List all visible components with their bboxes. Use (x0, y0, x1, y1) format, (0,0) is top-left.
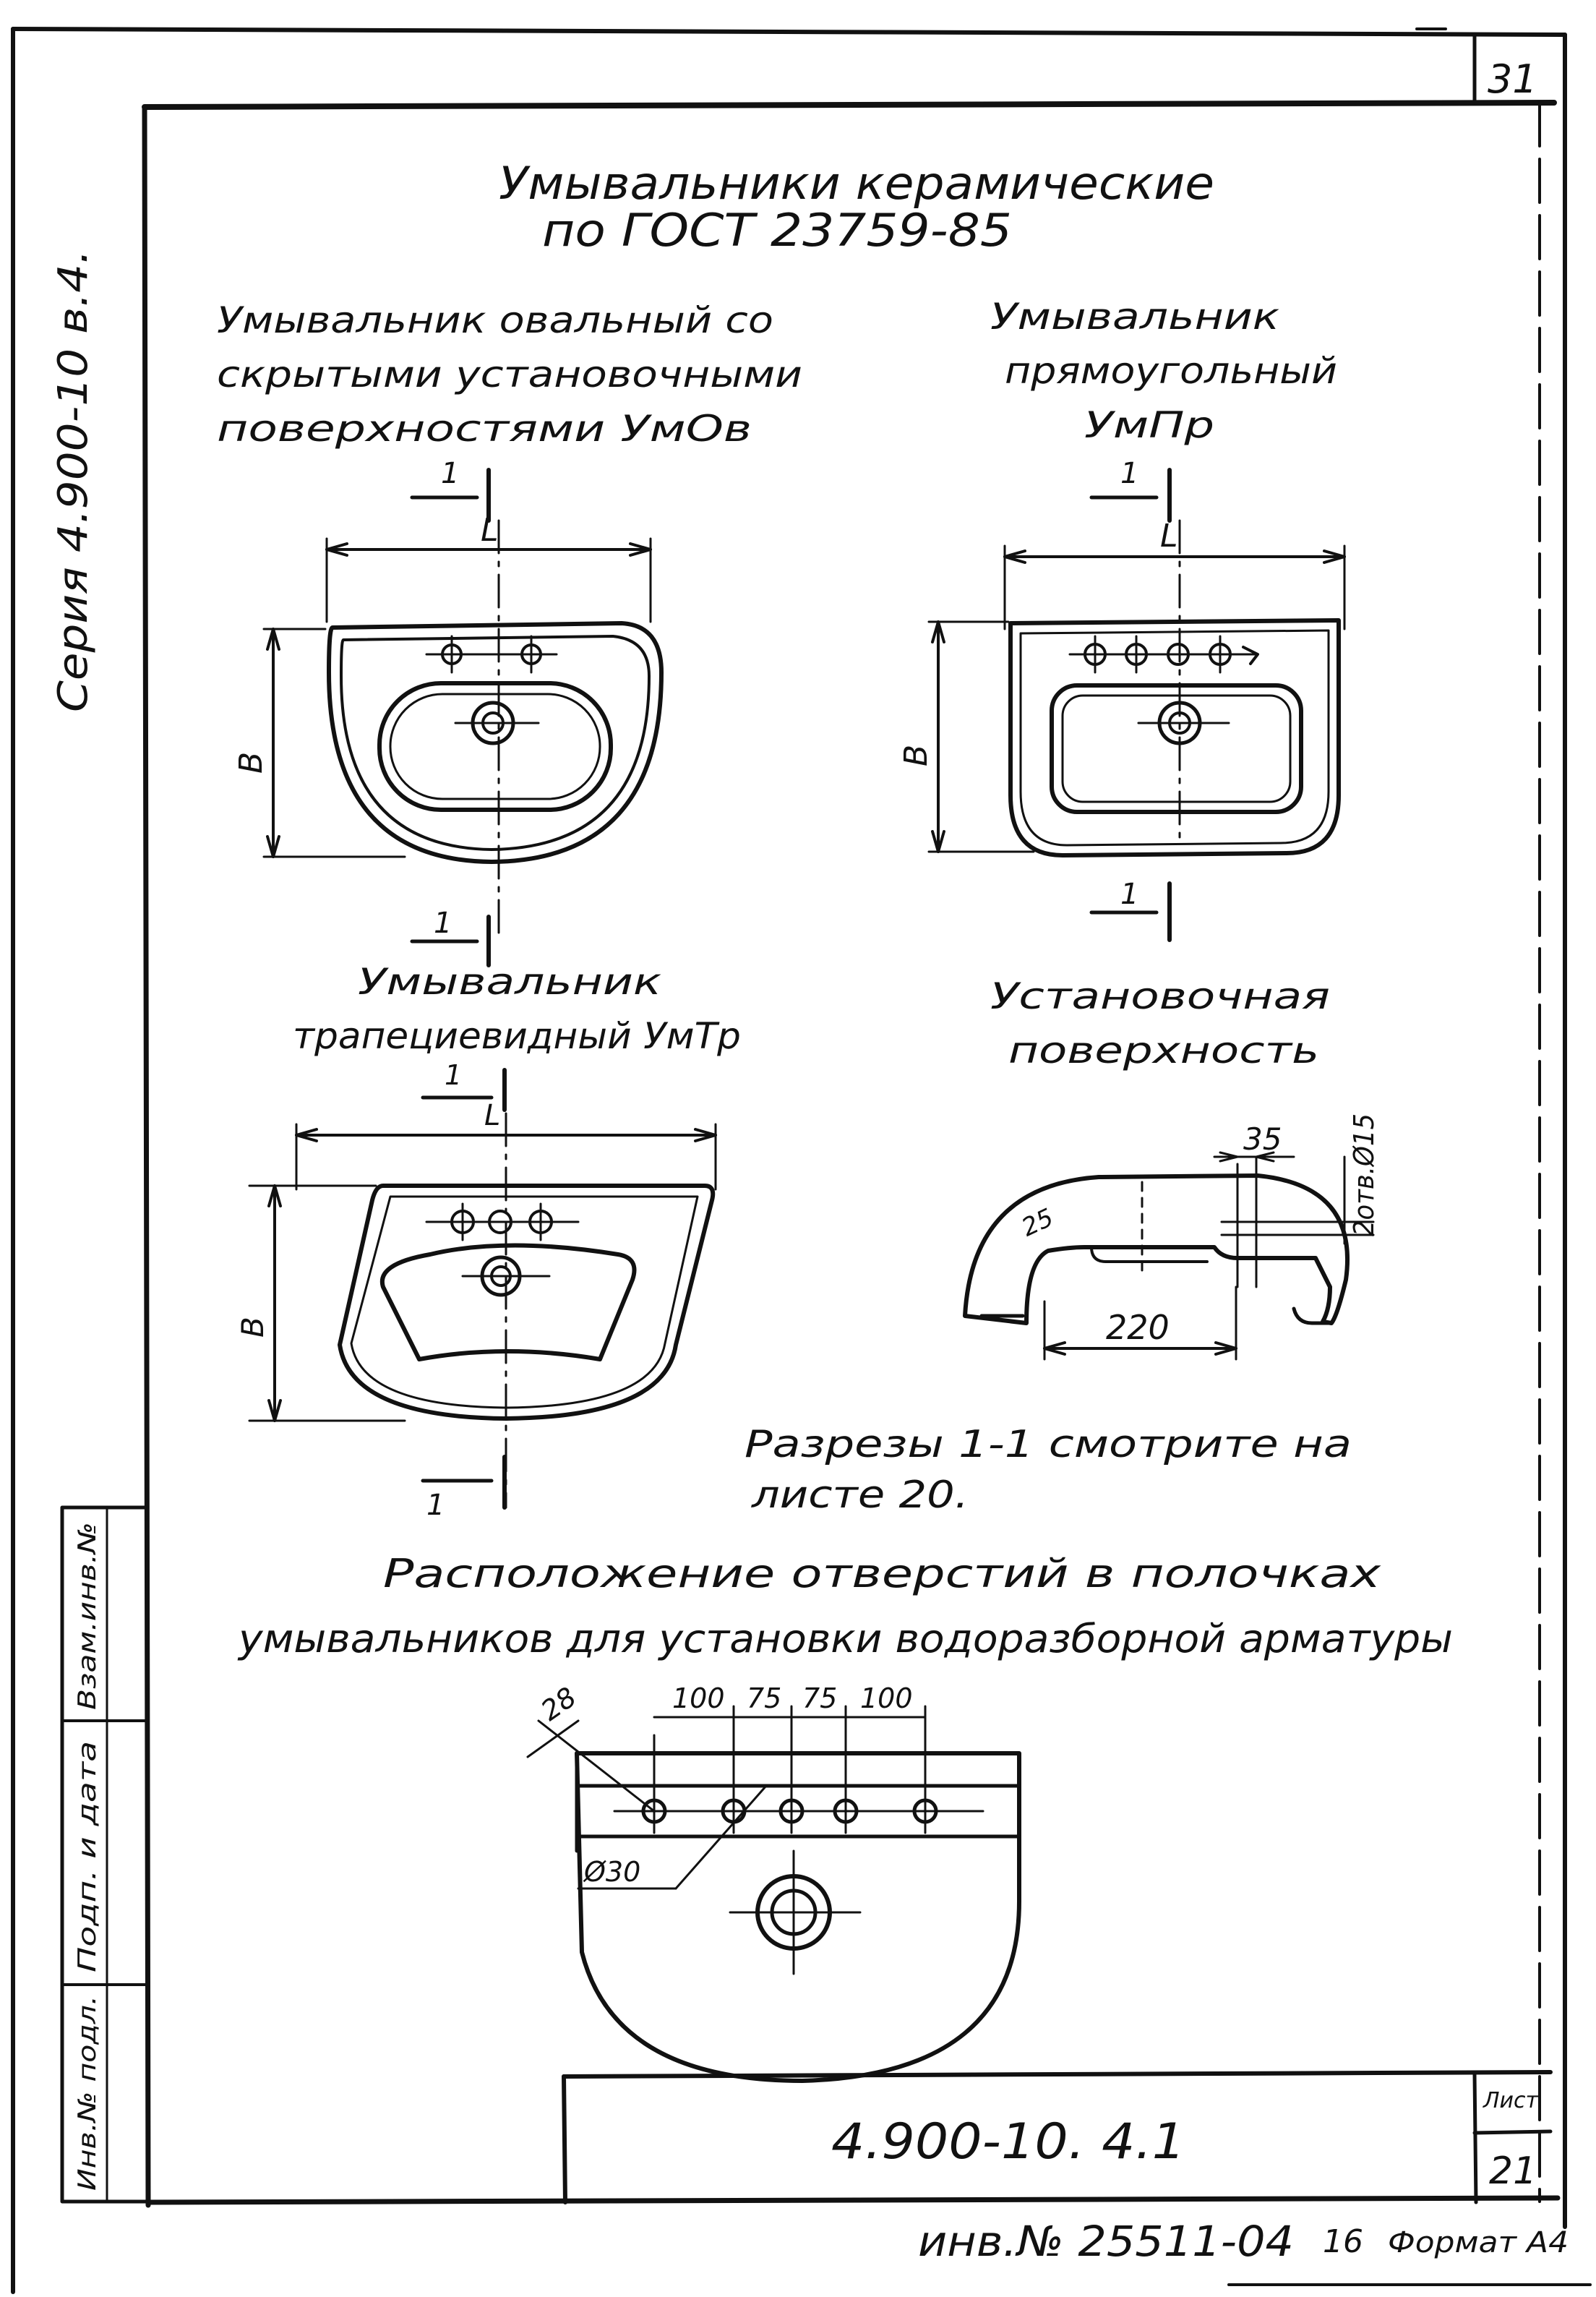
inventory-number: инв.№ 25511-04 (918, 2217, 1294, 2266)
note-line1: Разрезы 1-1 смотрите на (745, 1423, 1352, 1466)
holes-dim-100b: 100 (860, 1682, 913, 1714)
rect-section-bottom: 1 (1120, 878, 1138, 911)
mounting-surface-drawing: Установочная поверхность 25 35 2отв.Ø15 … (963, 975, 1380, 1361)
copy-number: 16 (1323, 2223, 1363, 2260)
oval-section-bottom: 1 (434, 907, 452, 940)
oval-caption-line2: скрытыми установочными (217, 354, 802, 395)
oval-length-label: L (481, 512, 499, 549)
side-stamp-original-inv: Инв.№ подл. (73, 1996, 102, 2191)
holes-title-line2: умывальников для установки водоразборной… (237, 1616, 1453, 1661)
rect-section-top: 1 (1120, 457, 1138, 490)
oval-washbasin-drawing: Умывальник овальный со скрытыми установо… (217, 299, 802, 967)
trap-caption-line1: Умывальник (358, 961, 661, 1003)
trap-width-label: B (235, 1317, 270, 1338)
holes-dim-75b: 75 (802, 1682, 837, 1714)
rect-caption-line2: прямоугольный (1005, 350, 1337, 392)
holes-dim-75a: 75 (747, 1682, 781, 1714)
page-title-line2: по ГОСТ 23759-85 (542, 204, 1012, 257)
oval-section-top: 1 (441, 457, 459, 490)
trap-section-top: 1 (445, 1059, 462, 1091)
oval-caption-line1: Умывальник овальный со (217, 299, 773, 341)
mount-caption-line1: Установочная (990, 975, 1330, 1017)
holes-dim-diam30: Ø30 (583, 1856, 640, 1888)
side-stamp-signature-date: Подп. и дата (73, 1741, 102, 1972)
holes-dim-100a: 100 (672, 1682, 725, 1714)
sheet-frame (11, 27, 1592, 2294)
trap-length-label: L (484, 1099, 500, 1132)
rect-width-label: B (898, 745, 935, 766)
rect-caption-line1: Умывальник (990, 296, 1279, 338)
mount-caption-line2: поверхность (1008, 1030, 1319, 1071)
mount-mark: 25 (1018, 1203, 1058, 1243)
mount-dim-220: 220 (1106, 1308, 1170, 1347)
trap-washbasin-drawing: Умывальник трапециевидный УмТр 1 L B (235, 961, 741, 1522)
rect-length-label: L (1160, 518, 1178, 555)
trap-section-bottom: 1 (426, 1489, 445, 1522)
holes-dim-28: 28 (535, 1681, 582, 1727)
trap-caption-line2: трапециевидный УмТр (293, 1015, 741, 1057)
oval-caption-line3: поверхностями УмОв (217, 408, 752, 450)
designation: 4.900-10. 4.1 (831, 2113, 1185, 2170)
note-line2: листе 20. (751, 1473, 969, 1517)
format-label: Формат А4 (1388, 2226, 1569, 2259)
oval-width-label: B (233, 752, 270, 774)
rect-washbasin-drawing: Умывальник прямоугольный УмПр 1 L B (898, 296, 1346, 942)
holes-title-line1: Расположение отверстий в полочках (383, 1551, 1381, 1596)
hole-layout-drawing: 100 75 75 100 28 Ø30 (526, 1681, 1021, 2083)
rect-caption-line3: УмПр (1084, 404, 1214, 446)
page-title-line1: Умывальники керамические (499, 157, 1214, 210)
sheet-label: Лист (1483, 2088, 1540, 2113)
sheet-number: 21 (1489, 2150, 1537, 2193)
mount-dim-35: 35 (1243, 1121, 1282, 1157)
series-label: Серия 4.900-10 в.4. (50, 249, 97, 712)
mount-dim-bolts: 2отв.Ø15 (1348, 1113, 1380, 1236)
side-stamp: Взам.инв.№ Подп. и дата Инв.№ подл. (60, 1505, 150, 2204)
side-stamp-replaced-inv: Взам.инв.№ (73, 1522, 102, 1710)
page-number: 31 (1488, 56, 1537, 102)
